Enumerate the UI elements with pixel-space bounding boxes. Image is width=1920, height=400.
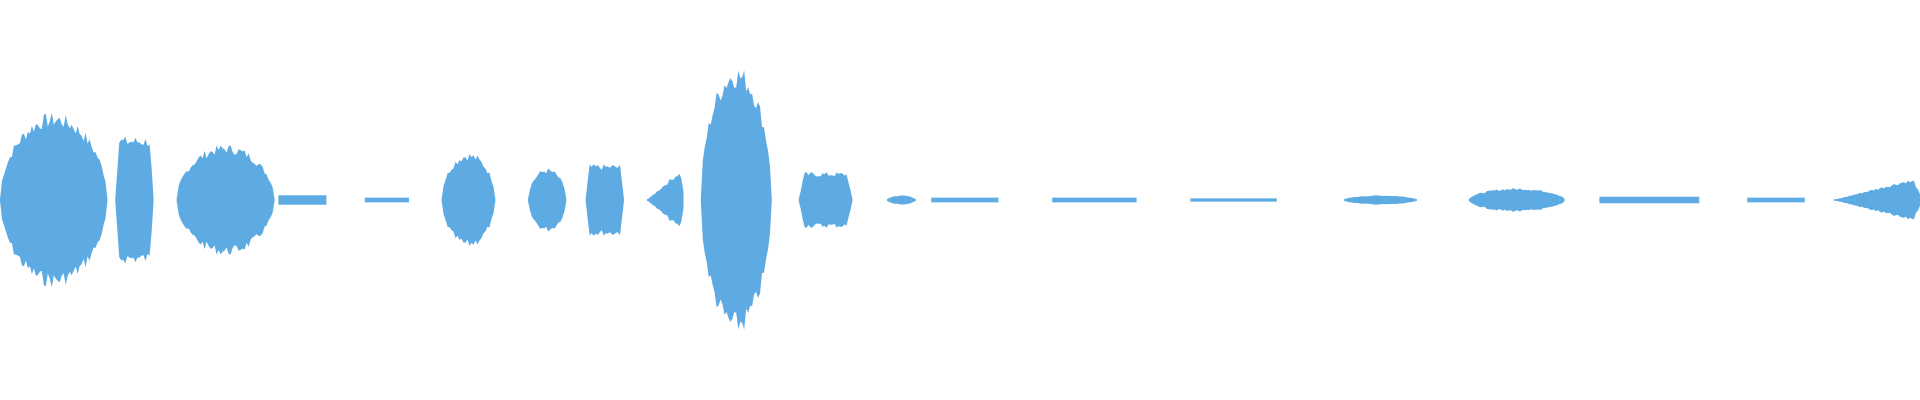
waveform-segment [798,172,853,228]
waveform-segment [647,173,684,227]
waveform-segment [700,70,772,330]
waveform-segment [1747,197,1805,203]
waveform-segment [931,197,999,203]
waveform-segment [528,168,567,232]
waveform-segment [278,195,327,205]
waveform-segment [1599,196,1700,204]
waveform-segment [1344,195,1417,205]
waveform-segment [585,164,624,236]
waveform-segment [115,136,154,264]
waveform-segment [441,154,496,246]
waveform-segment [1468,188,1565,212]
waveform-segment [364,197,409,203]
waveform-segment [1052,197,1137,203]
waveform-segment [887,195,916,205]
waveform-segment [0,112,108,288]
waveform-segment [1833,180,1920,220]
waveform-segment [176,145,275,255]
waveform-segment [1190,198,1277,202]
